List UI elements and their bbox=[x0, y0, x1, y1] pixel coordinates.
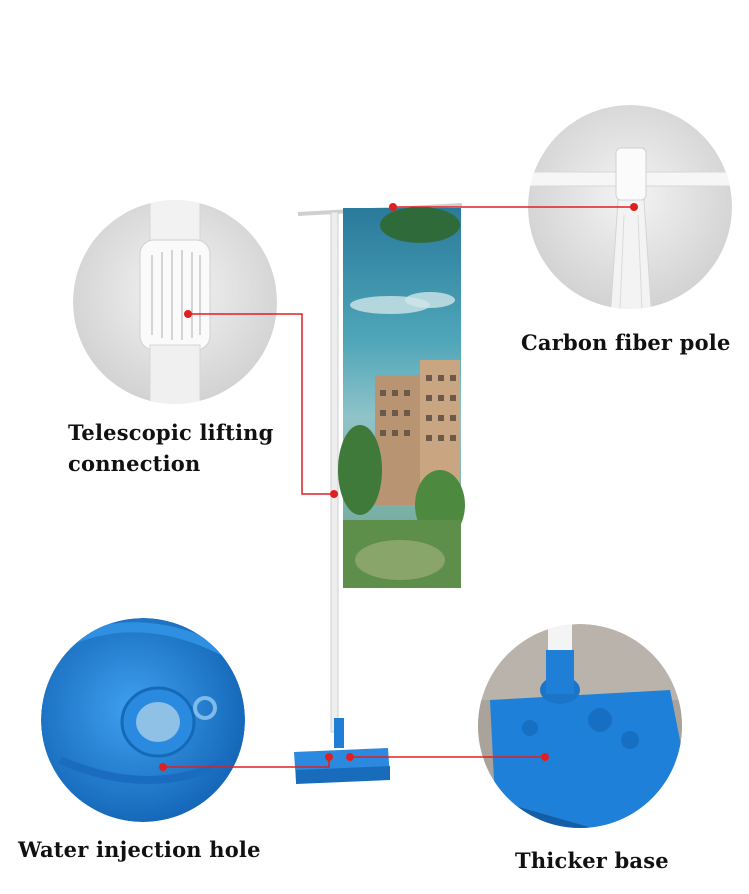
thicker-base-closeup bbox=[478, 624, 682, 828]
leader-line-telescopic bbox=[188, 313, 334, 495]
callout-telescopic-line2: connection bbox=[68, 451, 201, 476]
callout-telescopic-line1: Telescopic lifting bbox=[68, 420, 274, 445]
telescopic-connection-closeup bbox=[73, 200, 277, 404]
carbon-pole-closeup bbox=[528, 105, 732, 309]
callout-water-injection-hole: Water injection hole bbox=[18, 837, 261, 862]
water-hole-closeup bbox=[41, 618, 245, 822]
callout-thicker-base: Thicker base bbox=[515, 848, 669, 873]
leader-dots bbox=[159, 203, 638, 771]
callout-carbon-fiber-pole: Carbon fiber pole bbox=[521, 330, 731, 355]
